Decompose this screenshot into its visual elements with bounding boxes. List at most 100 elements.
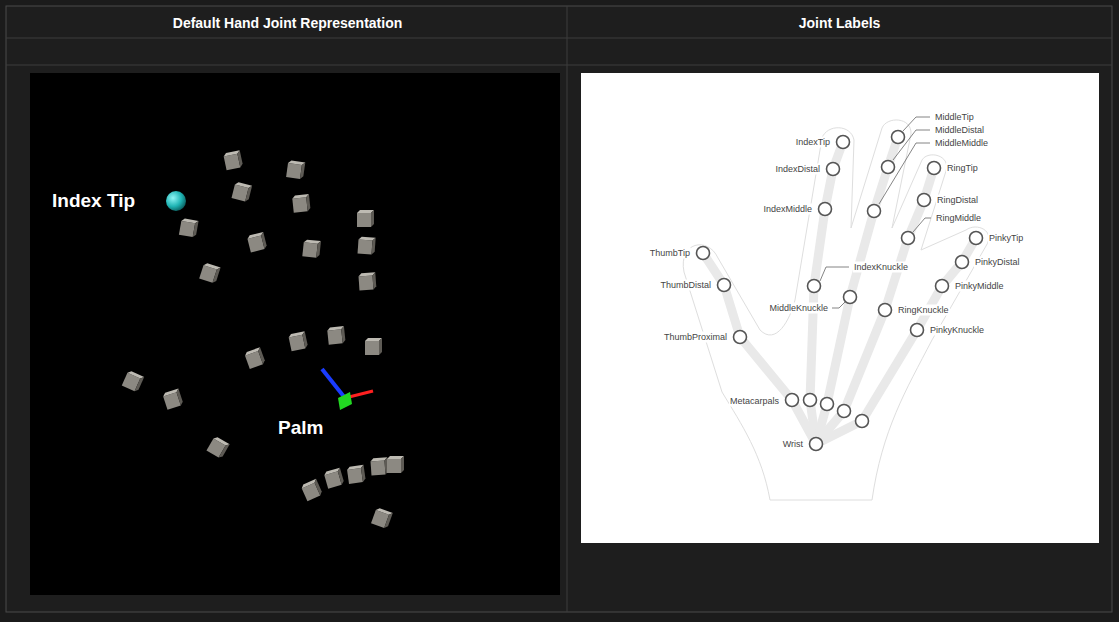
- joint-cubes: [122, 150, 404, 529]
- cube-side: [337, 468, 345, 485]
- joint-label: ThumbProximal: [663, 332, 728, 343]
- cube-face: [358, 240, 373, 255]
- leader-lines: [820, 117, 931, 308]
- joint-cube: [302, 239, 321, 258]
- joint-label: RingKnuckle: [897, 305, 950, 316]
- labels-panel: [581, 73, 1099, 543]
- cube-face: [179, 221, 195, 237]
- joint-cube: [358, 237, 376, 255]
- cube-side: [316, 241, 321, 258]
- cube-side: [372, 272, 376, 289]
- cube-side: [384, 512, 393, 529]
- cube-side: [212, 267, 220, 284]
- cube-side: [135, 376, 145, 393]
- joint-circle: [892, 131, 905, 144]
- joint-circle: [838, 405, 851, 418]
- joint-cube: [244, 347, 266, 369]
- joint-label: MiddleDistal: [934, 125, 985, 136]
- joint-circle: [936, 280, 949, 293]
- joint-label: IndexKnuckle: [853, 262, 909, 273]
- cube-face: [357, 213, 371, 227]
- joint-cube: [324, 468, 345, 489]
- joint-circle: [844, 291, 857, 304]
- joint-label: MiddleTip: [934, 112, 975, 123]
- cube-face: [327, 329, 342, 344]
- joint-circle: [804, 394, 817, 407]
- joint-cube: [370, 457, 388, 475]
- joint-circles: [697, 131, 983, 451]
- joint-cube: [232, 182, 253, 203]
- joint-circle: [918, 194, 931, 207]
- bone: [816, 137, 898, 444]
- joint-circle: [808, 280, 821, 293]
- header-rule: [6, 65, 1112, 66]
- cube-side: [302, 331, 308, 348]
- joint-label: ThumbTip: [649, 248, 691, 259]
- header-text: Joint Labels: [799, 15, 881, 31]
- hand-bones: [703, 137, 976, 444]
- joint-label: PinkyMiddle: [954, 281, 1005, 292]
- joint-cube: [247, 232, 268, 253]
- joint-circle: [827, 163, 840, 176]
- bone: [816, 238, 976, 444]
- joint-cube: [371, 507, 393, 529]
- cube-face: [302, 242, 317, 257]
- cube-side: [257, 347, 266, 364]
- cube-side: [371, 210, 374, 227]
- joint-label: RingMiddle: [935, 213, 982, 224]
- joint-cube: [206, 436, 229, 459]
- leader-line: [832, 302, 845, 308]
- joint-label: PinkyDistal: [974, 257, 1021, 268]
- cube-side: [193, 220, 199, 237]
- joint-label: PinkyKnuckle: [929, 325, 985, 336]
- joint-label: MiddleMiddle: [934, 138, 989, 149]
- joint-label: IndexTip: [795, 137, 831, 148]
- joint-cube: [179, 218, 199, 238]
- joint-circle: [956, 256, 969, 269]
- header-rule: [6, 38, 1112, 39]
- overlay-label: Index Tip: [52, 190, 135, 212]
- cube-side: [260, 232, 267, 249]
- cube-face: [289, 335, 306, 352]
- cube-face: [292, 197, 307, 212]
- joint-label: ThumbDistal: [659, 280, 712, 291]
- joint-label: Metacarpals: [729, 396, 780, 407]
- joint-cube: [286, 160, 305, 179]
- joint-circle: [718, 279, 731, 292]
- axis-z: [322, 369, 345, 398]
- cube-side: [219, 443, 230, 459]
- cube-side: [371, 238, 375, 255]
- joint-circle: [879, 304, 892, 317]
- column-header: Default Hand Joint Representation: [8, 8, 567, 38]
- cube-side: [176, 388, 184, 405]
- joint-label: RingDistal: [936, 195, 979, 206]
- joint-label: Wrist: [782, 439, 804, 450]
- joint-label: IndexMiddle: [762, 204, 813, 215]
- joint-cube: [301, 479, 323, 501]
- cube-face: [224, 154, 241, 171]
- cube-face: [286, 163, 302, 179]
- axis-y: [338, 392, 352, 410]
- cube-face: [359, 276, 374, 291]
- joint-circle: [928, 162, 941, 175]
- cube-face: [365, 341, 379, 355]
- joint-circle: [786, 394, 799, 407]
- index-tip-sphere: [166, 191, 186, 211]
- joint-circle: [734, 331, 747, 344]
- cube-side: [300, 162, 305, 179]
- joint-circle: [810, 438, 823, 451]
- joint-circle: [837, 136, 850, 149]
- bone: [703, 253, 816, 444]
- cube-side: [237, 150, 243, 167]
- joint-cube: [199, 262, 220, 283]
- cube-face: [387, 459, 401, 473]
- joint-label: IndexDistal: [774, 164, 821, 175]
- cube-face: [347, 468, 363, 484]
- leader-line: [903, 117, 930, 131]
- joint-circle: [819, 203, 832, 216]
- leader-line: [913, 218, 931, 232]
- joint-circle: [911, 324, 924, 337]
- joint-label: RingTip: [946, 163, 979, 174]
- joint-circle: [882, 161, 895, 174]
